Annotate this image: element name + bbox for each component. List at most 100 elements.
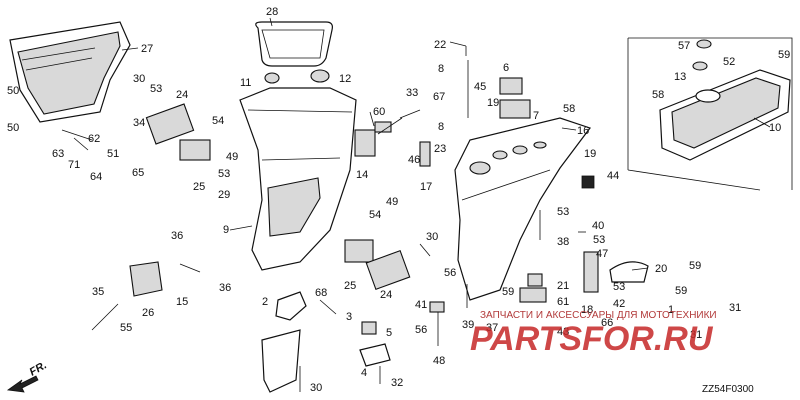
callout-40: 40 <box>592 220 604 232</box>
callout-44: 44 <box>607 170 619 182</box>
callout-27: 27 <box>141 43 153 55</box>
callout-8-a: 8 <box>438 63 444 75</box>
callout-30-b: 30 <box>426 231 438 243</box>
callout-19-b: 19 <box>584 148 596 160</box>
callout-3: 3 <box>346 311 352 323</box>
callout-47: 47 <box>596 248 608 260</box>
callout-36-a: 36 <box>171 230 183 242</box>
front-direction-arrow: FR. <box>6 359 49 393</box>
callout-5: 5 <box>386 327 392 339</box>
callout-59-b: 59 <box>502 286 514 298</box>
callout-45: 45 <box>474 81 486 93</box>
leader-lines <box>121 17 771 315</box>
small-parts <box>129 77 649 393</box>
callout-17: 17 <box>420 181 432 193</box>
callout-38: 38 <box>557 236 569 248</box>
diagram-code: ZZ54F0300 <box>702 384 754 395</box>
callout-7: 7 <box>533 110 539 122</box>
watermark-logo: PARTSFOR.RU <box>470 320 714 358</box>
callout-14: 14 <box>356 169 368 181</box>
callout-51-a: 51 <box>107 148 119 160</box>
bolts <box>61 46 541 392</box>
callout-26: 26 <box>142 307 154 319</box>
callout-43: 43 <box>557 326 569 338</box>
inset-frame-bottom <box>627 169 761 191</box>
upper-cover-part <box>9 21 131 123</box>
callout-18: 18 <box>581 304 593 316</box>
callout-56-b: 56 <box>415 324 427 336</box>
gear-case-part <box>454 117 591 301</box>
callout-24-a: 24 <box>176 89 188 101</box>
callout-57: 57 <box>678 40 690 52</box>
callout-58-a: 58 <box>563 103 575 115</box>
extension-case-part <box>239 69 357 271</box>
callout-8-b: 8 <box>438 121 444 133</box>
callout-56-a: 56 <box>444 267 456 279</box>
callout-37: 37 <box>486 322 498 334</box>
callout-30-c: 30 <box>310 382 322 394</box>
callout-53-b: 53 <box>218 168 230 180</box>
callout-labels: 28 27 50 50 30 53 24 34 62 51 63 71 64 6… <box>7 6 790 394</box>
callout-1: 1 <box>668 304 674 316</box>
callout-39: 39 <box>462 319 474 331</box>
callout-19-a: 19 <box>487 97 499 109</box>
callout-53-c: 53 <box>557 206 569 218</box>
callout-2: 2 <box>262 296 268 308</box>
callout-36-b: 36 <box>219 282 231 294</box>
callout-25-b: 25 <box>344 280 356 292</box>
callout-61: 61 <box>557 296 569 308</box>
callout-65: 65 <box>132 167 144 179</box>
callout-53-d: 53 <box>593 234 605 246</box>
callout-60: 60 <box>373 106 385 118</box>
callout-10: 10 <box>769 122 781 134</box>
callout-28: 28 <box>266 6 278 18</box>
callout-68: 68 <box>315 287 327 299</box>
callout-9: 9 <box>223 224 229 236</box>
callout-6: 6 <box>503 62 509 74</box>
callout-58-b: 58 <box>652 89 664 101</box>
callout-24-b: 24 <box>380 289 392 301</box>
callout-53-a: 53 <box>150 83 162 95</box>
watermark-tagline: ЗАПЧАСТИ И АКСЕССУАРЫ ДЛЯ МОТОТЕХНИКИ <box>480 310 717 321</box>
callout-16: 16 <box>577 125 589 137</box>
callout-15: 15 <box>176 296 188 308</box>
callout-31-b: 31 <box>690 329 702 341</box>
callout-31-a: 31 <box>729 302 741 314</box>
callout-59-c: 59 <box>689 260 701 272</box>
callout-32: 32 <box>391 377 403 389</box>
callout-25-a: 25 <box>193 181 205 193</box>
callout-46: 46 <box>408 154 420 166</box>
callout-50-b: 50 <box>7 122 19 134</box>
callout-49-b: 49 <box>386 196 398 208</box>
callout-64: 64 <box>90 171 102 183</box>
callout-35: 35 <box>92 286 104 298</box>
callout-54-b: 54 <box>369 209 381 221</box>
callout-63: 63 <box>52 148 64 160</box>
callout-41: 41 <box>415 299 427 311</box>
callout-67: 67 <box>433 91 445 103</box>
direction-label: FR. <box>28 359 49 378</box>
callout-12: 12 <box>339 73 351 85</box>
callout-20: 20 <box>655 263 667 275</box>
callout-71: 71 <box>68 159 80 171</box>
callout-30-a: 30 <box>133 73 145 85</box>
callout-59-d: 59 <box>675 285 687 297</box>
inset-frame <box>628 37 793 190</box>
callout-49-a: 49 <box>226 151 238 163</box>
callout-53-e: 53 <box>613 281 625 293</box>
gasket-seal-part <box>255 21 333 67</box>
callout-4: 4 <box>361 367 367 379</box>
callout-54-a: 54 <box>212 115 224 127</box>
callout-48: 48 <box>433 355 445 367</box>
callout-50-a: 50 <box>7 85 19 97</box>
callout-33: 33 <box>406 87 418 99</box>
callout-66: 66 <box>601 317 613 329</box>
callout-62: 62 <box>88 133 100 145</box>
callout-52: 52 <box>723 56 735 68</box>
callout-42: 42 <box>613 298 625 310</box>
callout-13: 13 <box>674 71 686 83</box>
lower-cover-part <box>659 39 791 161</box>
callout-34: 34 <box>133 117 145 129</box>
